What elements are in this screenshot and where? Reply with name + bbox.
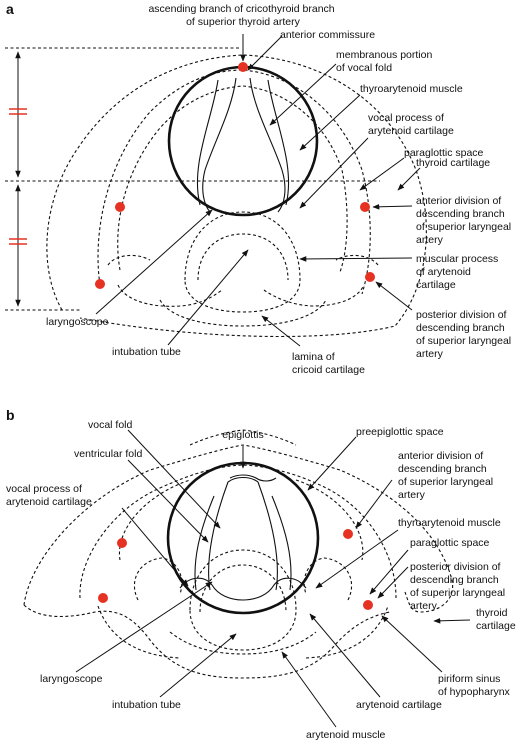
panel-a: a [5, 1, 514, 376]
dot-b-posterior-left [98, 593, 108, 603]
dot-b-anterior-right [343, 529, 353, 539]
label-anterior-commissure: anterior commissure [280, 29, 375, 41]
dot-b-posterior-right [363, 600, 373, 610]
label-posterior-division-b: posterior division of descending branch … [410, 561, 508, 612]
panel-b-anatomy [24, 430, 453, 678]
label-muscular-process-a: muscular process of arytenoid cartilage [416, 253, 501, 291]
label-thyroarytenoid-b: thyroarytenoid muscle [398, 517, 501, 529]
dot-ascending-branch [238, 62, 248, 72]
label-anterior-division-a: anterior division of descending branch o… [416, 195, 514, 246]
dot-b-anterior-left [117, 538, 127, 548]
label-membranous-vocal-fold: membranous portion of vocal fold [336, 49, 435, 74]
panel-a-letter: a [6, 1, 14, 17]
label-thyroarytenoid-a: thyroarytenoid muscle [360, 83, 463, 95]
label-laryngoscope-a: laryngoscope [46, 316, 109, 328]
panel-b: b [6, 407, 516, 741]
label-anterior-division-b: anterior division of descending branch o… [398, 450, 496, 501]
label-piriform-sinus: piriform sinus of hypopharynx [438, 673, 511, 698]
label-laryngoscope-b: laryngoscope [40, 673, 103, 685]
label-thyroid-cartilage-a: thyroid cartilage [416, 157, 490, 169]
label-ascending-branch: ascending branch of cricothyroid branch … [148, 3, 337, 28]
label-preepiglottic: preepiglottic space [356, 426, 444, 438]
dot-posterior-division-right [365, 272, 375, 282]
panel-b-letter: b [6, 407, 15, 423]
label-vocal-process-a: vocal process of arytenoid cartilage [368, 112, 454, 137]
label-arytenoid-cartilage: arytenoid cartilage [356, 699, 442, 711]
label-vocal-fold: vocal fold [88, 419, 133, 431]
label-epiglottis: epiglottis [222, 429, 263, 441]
label-ventricular-fold: ventricular fold [74, 448, 142, 460]
label-intubation-tube-b: intubation tube [112, 699, 181, 711]
label-lamina-cricoid: lamina of cricoid cartilage [292, 351, 365, 376]
dot-posterior-division-left [95, 279, 105, 289]
panel-a-anatomy [47, 55, 426, 336]
dot-anterior-division-right [360, 202, 370, 212]
label-posterior-division-a: posterior division of descending branch … [416, 309, 514, 360]
label-paraglottic-b: paraglottic space [410, 537, 490, 549]
panel-a-leaders [96, 34, 420, 346]
label-intubation-tube-a: intubation tube [112, 346, 181, 358]
label-arytenoid-muscle: arytenoid muscle [306, 729, 386, 741]
label-vocal-process-b: vocal process of arytenoid cartilage [6, 483, 92, 508]
dot-anterior-division-left [115, 202, 125, 212]
label-thyroid-cartilage-b: thyroid cartilage [476, 607, 516, 632]
